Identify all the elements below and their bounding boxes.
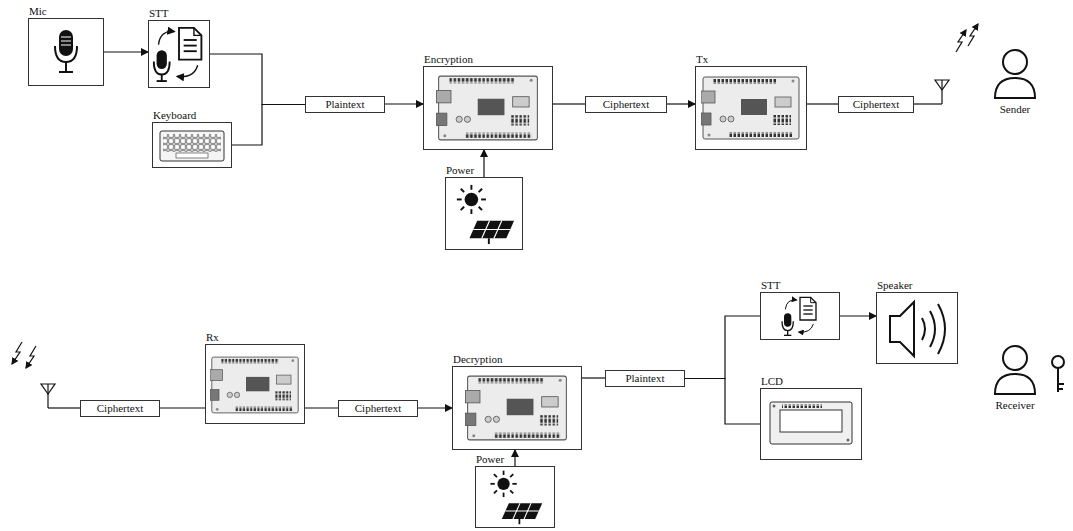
data-box: Plaintext — [305, 96, 385, 113]
box-text: Ciphertext — [603, 98, 649, 111]
connector — [667, 103, 695, 104]
box-text: Ciphertext — [355, 402, 401, 415]
component-label: Rx — [206, 331, 219, 345]
data-box: Ciphertext — [838, 96, 914, 113]
component-label: Keyboard — [153, 109, 196, 123]
component-label: Power — [476, 453, 504, 467]
component-box: Decryption — [452, 366, 582, 450]
component-label: LCD — [761, 375, 783, 389]
data-box: Ciphertext — [80, 400, 160, 417]
component-box: LCD — [760, 388, 862, 460]
connector — [685, 316, 760, 379]
component-label: Mic — [29, 5, 47, 19]
connector — [305, 407, 338, 408]
component-label: Tx — [696, 53, 708, 67]
component-box: Encryption — [423, 66, 553, 150]
component-box: Keyboard — [152, 122, 232, 168]
component-label: Encryption — [424, 53, 473, 67]
data-box: Ciphertext — [338, 400, 418, 417]
box-text: Ciphertext — [97, 402, 143, 415]
connector — [418, 407, 452, 408]
connector — [385, 103, 423, 104]
component-label: Speaker — [877, 279, 912, 293]
connector — [514, 450, 515, 466]
connector — [160, 407, 205, 408]
component-box: Mic — [28, 18, 104, 86]
box-text: Plaintext — [325, 98, 364, 111]
component-box: Speaker — [876, 292, 958, 364]
connector — [807, 103, 838, 104]
connector — [483, 150, 484, 177]
actor-label: Receiver — [995, 399, 1034, 412]
component-label: STT — [761, 279, 781, 293]
component-box: Rx — [205, 344, 305, 424]
data-box: Plaintext — [605, 370, 685, 387]
component-box: STT — [148, 20, 210, 88]
component-label: STT — [149, 7, 169, 21]
box-text: Ciphertext — [853, 98, 899, 111]
component-label: Decryption — [453, 353, 502, 367]
component-label: Power — [446, 164, 474, 178]
data-box: Ciphertext — [585, 96, 667, 113]
box-text: Plaintext — [625, 372, 664, 385]
component-box: Power — [475, 466, 555, 528]
connector — [104, 51, 148, 52]
actor-label: Sender — [1000, 103, 1031, 116]
component-box: Tx — [695, 66, 807, 150]
connector — [210, 54, 305, 105]
component-box: Power — [445, 177, 523, 250]
connector — [553, 103, 585, 104]
connector — [582, 377, 605, 378]
connector — [840, 315, 876, 316]
component-box: STT — [760, 292, 840, 340]
connector — [685, 379, 760, 425]
connector — [232, 105, 305, 146]
